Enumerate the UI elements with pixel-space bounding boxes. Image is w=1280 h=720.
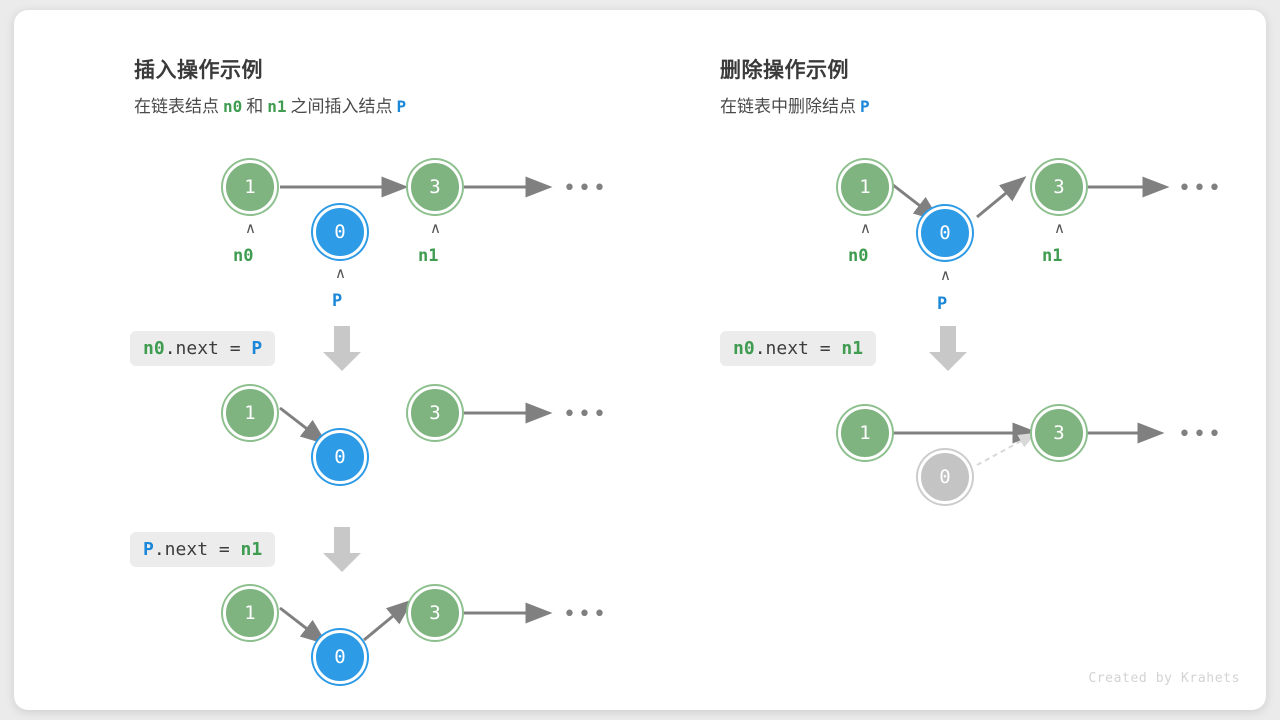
label-n0: n0 bbox=[233, 246, 254, 266]
delete-code-token-b: n1 bbox=[841, 338, 864, 359]
delete-label-n1: n1 bbox=[1042, 246, 1063, 266]
delete-node-n0: 1 bbox=[838, 160, 892, 214]
node-n1: 3 bbox=[408, 160, 462, 214]
delete-down-arrow-icon bbox=[929, 326, 967, 371]
code-2-mid: .next = bbox=[153, 539, 241, 560]
credit-text: Created by Krahets bbox=[1088, 671, 1240, 686]
delete-caret-n0: ∧ bbox=[860, 219, 871, 237]
label-p: P bbox=[332, 291, 343, 311]
delete-caret-n1: ∧ bbox=[1054, 219, 1065, 237]
insert-subtitle-var-n1: n1 bbox=[267, 97, 287, 116]
node-row2-1: 1 bbox=[223, 386, 277, 440]
code-1-mid: .next = bbox=[164, 338, 252, 359]
insert-subtitle-part3: 之间插入结点 bbox=[290, 97, 393, 116]
node-row3-1: 1 bbox=[223, 586, 277, 640]
delete-label-p: P bbox=[937, 294, 948, 314]
insert-row1-edges bbox=[279, 176, 553, 645]
insert-title: 插入操作示例 bbox=[134, 59, 263, 82]
caret-n1: ∧ bbox=[430, 219, 441, 237]
delete-node-row2-1: 1 bbox=[838, 406, 892, 460]
delete-subtitle-part1: 在链表中删除结点 bbox=[720, 97, 856, 116]
delete-code-mid: .next = bbox=[754, 338, 842, 359]
delete-node-n1: 3 bbox=[1032, 160, 1086, 214]
insert-subtitle-part1: 在链表结点 bbox=[134, 97, 219, 116]
delete-node-row2-3: 3 bbox=[1032, 406, 1086, 460]
down-arrow-2-icon bbox=[323, 527, 361, 572]
code-1-token-b: P bbox=[251, 338, 263, 359]
code-2-token-a: P bbox=[143, 539, 154, 560]
delete-node-p: 0 bbox=[918, 206, 972, 260]
delete-ellipsis-row1: ••• bbox=[1178, 176, 1223, 201]
delete-caret-p: ∧ bbox=[940, 266, 951, 284]
delete-label-n0: n0 bbox=[848, 246, 869, 266]
code-1-token-a: n0 bbox=[143, 338, 165, 359]
delete-title: 删除操作示例 bbox=[720, 59, 849, 82]
node-row3-0: 0 bbox=[313, 630, 367, 684]
delete-subtitle-var-p: P bbox=[860, 97, 870, 116]
delete-node-row2-removed: 0 bbox=[918, 450, 972, 504]
caret-n0: ∧ bbox=[245, 219, 256, 237]
node-row2-3: 3 bbox=[408, 386, 462, 440]
insert-subtitle-part2: 和 bbox=[246, 97, 264, 116]
insert-subtitle-var-p: P bbox=[396, 97, 407, 116]
ellipsis-row2: ••• bbox=[563, 402, 608, 427]
code-step-1: n0.next = P bbox=[130, 331, 276, 366]
ellipsis-row3: ••• bbox=[563, 602, 608, 627]
delete-ellipsis-row2: ••• bbox=[1178, 422, 1223, 447]
delete-code-step-1: n0.next = n1 bbox=[720, 331, 877, 366]
node-n0: 1 bbox=[223, 160, 277, 214]
code-2-token-b: n1 bbox=[240, 539, 263, 560]
code-step-2: P.next = n1 bbox=[130, 532, 276, 567]
ellipsis-row1: ••• bbox=[563, 176, 608, 201]
node-p: 0 bbox=[313, 205, 367, 259]
insert-subtitle-var-n0: n0 bbox=[223, 97, 243, 116]
node-row2-0: 0 bbox=[313, 430, 367, 484]
caret-p: ∧ bbox=[335, 264, 346, 282]
label-n1: n1 bbox=[418, 246, 439, 266]
delete-code-token-a: n0 bbox=[733, 338, 755, 359]
down-arrow-1-icon bbox=[323, 326, 361, 371]
node-row3-3: 3 bbox=[408, 586, 462, 640]
